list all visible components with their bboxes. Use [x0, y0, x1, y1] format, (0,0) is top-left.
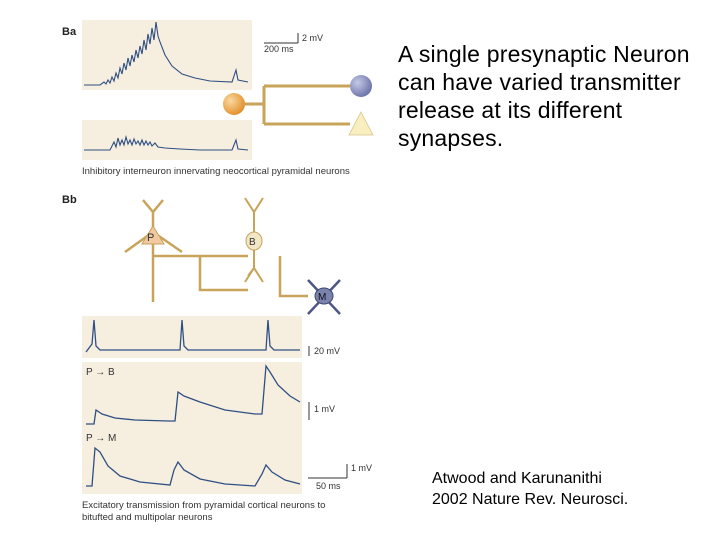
panel-b-caption-line2: bitufted and multipolar neurons: [82, 512, 213, 523]
panel-b-label: Bb: [62, 194, 77, 206]
target-neuron-triangle: [348, 111, 374, 136]
cell-b-label: B: [249, 237, 256, 248]
cell-b-soma: [245, 231, 263, 251]
panel-a-label: Ba: [62, 26, 77, 38]
cell-p-neuron: [124, 199, 308, 302]
panel-a-scale-time: 200 ms: [264, 44, 294, 54]
citation: Atwood and Karunanithi 2002 Nature Rev. …: [432, 468, 712, 510]
panel-a-trace-bottom: [84, 134, 249, 151]
panel-b-trace-box-bottom: [82, 432, 302, 494]
presynaptic-soma-orange: [223, 93, 245, 115]
trace-pm: [86, 446, 301, 487]
panel-b-scale-mid: 1 mV: [314, 404, 335, 414]
panel-a-caption: Inhibitory interneuron innervating neoco…: [82, 166, 350, 177]
panel-b-trace-box-mid: [82, 362, 302, 432]
citation-line-2: 2002 Nature Rev. Neurosci.: [432, 491, 629, 508]
target-neuron-blue: [350, 75, 372, 97]
panel-a-trace-top: [84, 21, 249, 86]
cell-m-soma: [314, 287, 334, 305]
panel-a-scale-voltage: 2 mV: [302, 33, 323, 43]
panel-a-trace-box-top: [82, 20, 252, 90]
panel-b-caption-line1: Excitatory transmission from pyramidal c…: [82, 500, 325, 511]
trace-label-pb: P → B: [86, 367, 115, 378]
panel-b-scale-bottom-time: 50 ms: [316, 481, 341, 491]
presynaptic-spikes-trace: [85, 319, 300, 353]
panel-b-scale-bottom-voltage: 1 mV: [351, 463, 372, 473]
slide-body-text: A single presynaptic Neuron can have var…: [398, 41, 690, 151]
cell-p-soma: [141, 225, 165, 245]
panel-a-axon: [245, 84, 350, 126]
citation-line-1: Atwood and Karunanithi: [432, 470, 602, 487]
panel-b-scale-top: 20 mV: [314, 346, 340, 356]
cell-p-label: P: [147, 232, 154, 244]
cell-m-label: M: [318, 292, 326, 303]
panel-b-trace-box-top: [82, 316, 302, 358]
trace-pb: [86, 364, 301, 425]
trace-label-pm: P → M: [86, 433, 116, 444]
cell-b-neuron: [244, 197, 264, 283]
panel-a-trace-box-bottom: [82, 120, 252, 160]
